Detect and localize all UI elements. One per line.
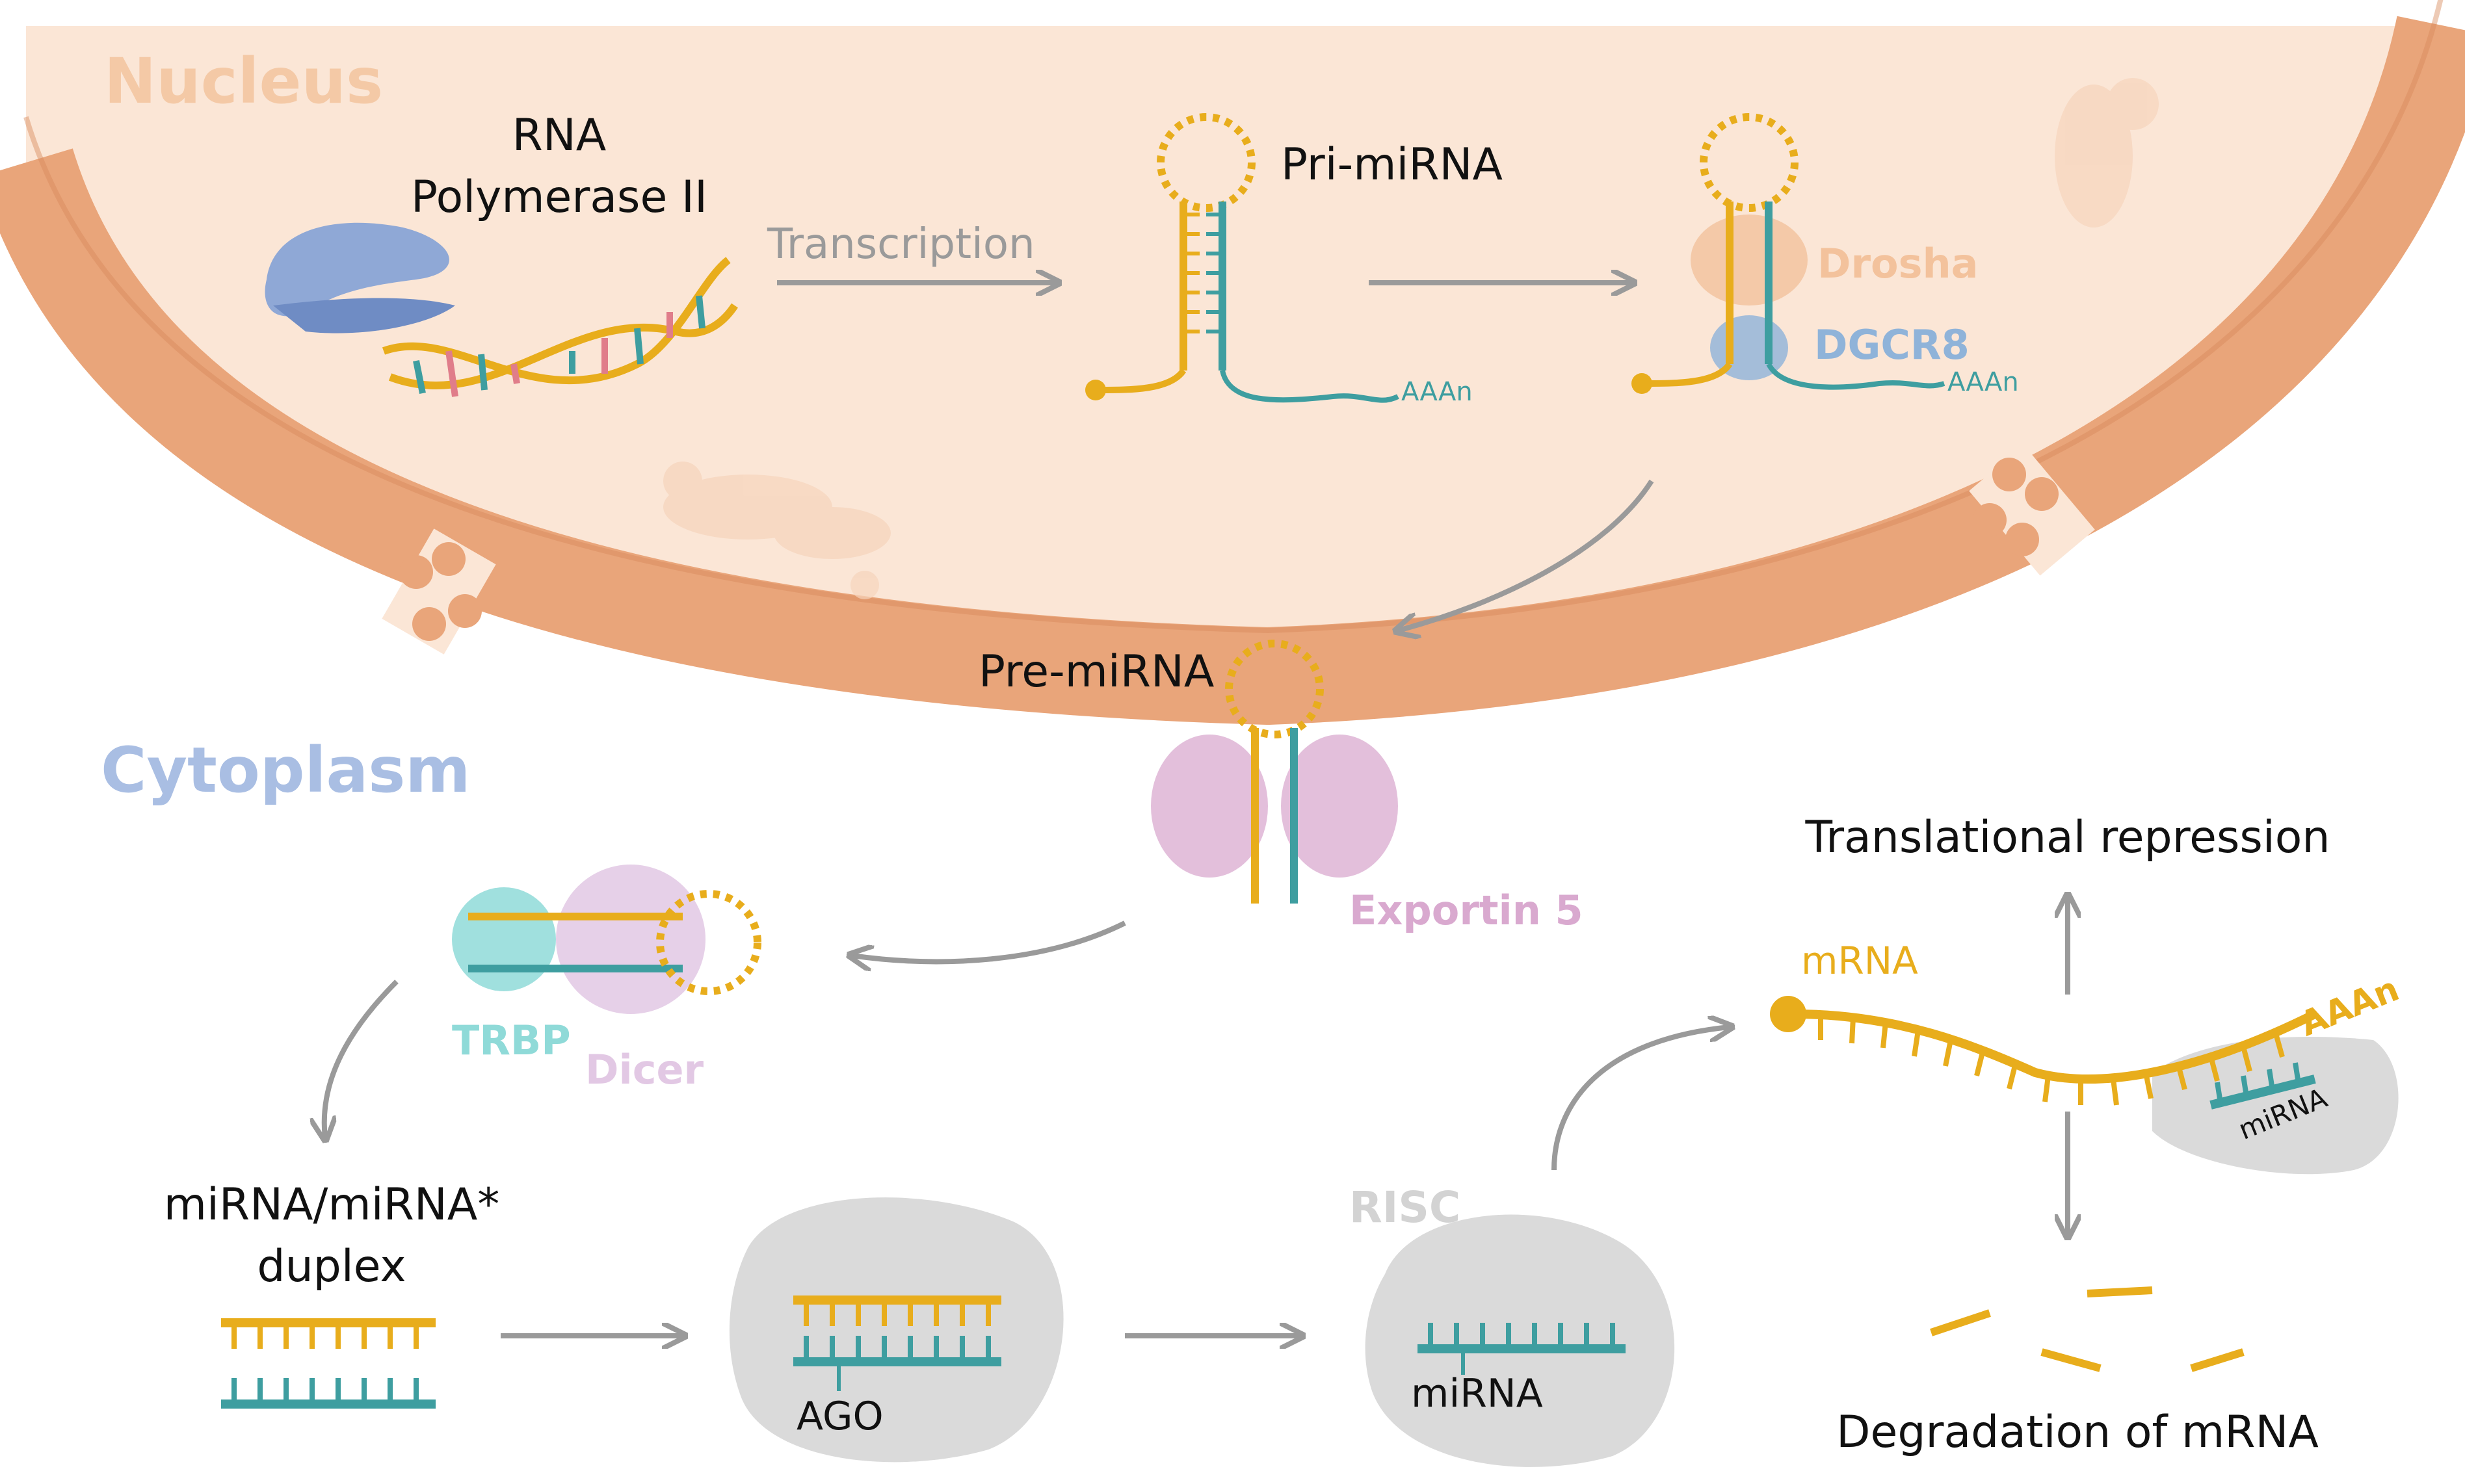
mrna-fragments <box>1930 1286 2245 1372</box>
cytoplasm-label: Cytoplasm <box>101 734 471 807</box>
rna-polymerase-label-2: Polymerase II <box>410 172 708 223</box>
nuclear-envelope-shade <box>23 0 2444 634</box>
pri-mirna-hairpin <box>1085 113 1399 403</box>
duplex-arrow <box>324 980 399 1138</box>
transcription-label: Transcription <box>767 220 1035 268</box>
risc-complex <box>1365 1214 1675 1467</box>
duplex-label-2: duplex <box>257 1241 406 1292</box>
chromatin-blob-right <box>2055 78 2159 228</box>
mrna-label: mRNA <box>1801 939 1918 983</box>
microprocessor-complex <box>1631 113 1945 394</box>
ago-label: AGO <box>797 1394 884 1439</box>
pri-mirna-label: Pri-miRNA <box>1281 139 1503 190</box>
nucleus-interior <box>26 26 2445 676</box>
export-arrow <box>1398 479 1654 631</box>
drosha-label: Drosha <box>1817 240 1979 287</box>
degradation-label: Degradation of mRNA <box>1836 1407 2319 1458</box>
rna-polymerase-label-1: RNA <box>512 110 607 161</box>
mirna-duplex <box>221 1318 436 1409</box>
dicer-complex <box>452 865 761 1014</box>
dicer-label: Dicer <box>585 1046 704 1093</box>
nucleus-label: Nucleus <box>104 45 384 118</box>
nuclear-pore-right <box>1969 445 2095 576</box>
risc-mirna-label: miRNA <box>1411 1371 1543 1416</box>
dicer-arrow <box>852 920 1126 961</box>
trbp-label: TRBP <box>452 1017 571 1064</box>
aaan-label-1: AAAn <box>1401 377 1473 407</box>
rna-polymerase-icon <box>265 222 455 333</box>
exportin5-label: Exportin 5 <box>1349 887 1583 934</box>
chromatin-blob-left <box>663 462 891 599</box>
dgcr8-label: DGCR8 <box>1814 321 1970 369</box>
dna-helix-icon <box>382 257 738 397</box>
aaan-label-2: AAAn <box>1947 367 2019 397</box>
targeting-arrow <box>1551 1027 1730 1171</box>
duplex-label-1: miRNA/miRNA* <box>163 1179 500 1230</box>
translational-repression-label: Translational repression <box>1805 812 2330 863</box>
risc-label: RISC <box>1349 1182 1461 1232</box>
mrna-target <box>1770 996 2399 1175</box>
pre-mirna-label: Pre-miRNA <box>979 646 1215 697</box>
nuclear-envelope <box>0 16 2465 725</box>
ago-complex <box>729 1197 1064 1463</box>
pre-mirna-exportin <box>1151 640 1398 904</box>
nuclear-pore-left <box>382 528 496 655</box>
